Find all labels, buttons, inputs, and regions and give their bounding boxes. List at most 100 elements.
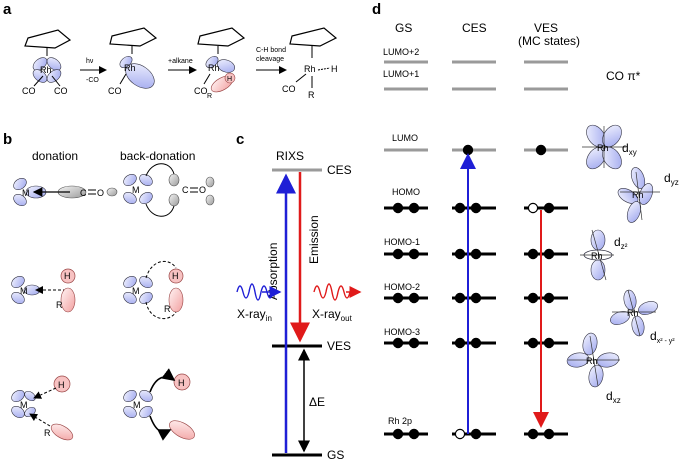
- ces-label: CES: [327, 163, 352, 177]
- gs-electron: [408, 428, 420, 440]
- complex-2: Rh CO: [108, 27, 158, 96]
- dxy-base: d: [622, 141, 629, 155]
- complex-1: Rh CO CO: [22, 29, 72, 96]
- xray-out-wave: [313, 283, 351, 301]
- rh-label-3: Rh: [208, 63, 220, 73]
- level-lumo1: LUMO+1: [383, 69, 419, 79]
- ces-electron: [470, 337, 482, 349]
- gs-electron: [408, 337, 420, 349]
- gs-electron: [408, 202, 420, 214]
- col-ces-header: CES: [462, 21, 487, 35]
- cp-ring-2: [109, 27, 158, 47]
- dyz-sub: yz: [671, 178, 679, 187]
- orbital-dyz: Rh dyz: [617, 167, 679, 223]
- level-lumo: LUMO: [392, 133, 418, 143]
- rh-label-2: Rh: [124, 63, 136, 73]
- ces-electron: [454, 202, 466, 214]
- ces-lumo-electron: [462, 144, 474, 156]
- gs-electron: [392, 337, 404, 349]
- b2-h-label: H: [64, 271, 71, 281]
- h-label-4: H: [331, 64, 338, 74]
- b-row2-donation: M H R: [11, 268, 76, 313]
- orbital-dxy: Rh dxy: [582, 124, 637, 170]
- b-row2-backdonation: M H R: [123, 260, 184, 320]
- b-row3-backdonation: M H: [123, 368, 195, 441]
- b1-c-label: C: [80, 188, 87, 198]
- level-homo1: HOMO-1: [384, 237, 420, 247]
- dx2y2-rh: Rh: [627, 308, 639, 318]
- ves-electron: [527, 428, 539, 440]
- ces-electron: [470, 248, 482, 260]
- b3-m-label: M: [20, 400, 28, 410]
- level-homo2: HOMO-2: [384, 282, 420, 292]
- dyz-rh: Rh: [632, 190, 644, 200]
- ves-electron: [543, 428, 555, 440]
- dx2y2-base: d: [650, 329, 657, 343]
- delta-e-label: ΔE: [309, 395, 325, 409]
- ves-electron: [543, 202, 555, 214]
- b2-m-label: M: [20, 286, 28, 296]
- b1-o-label: O: [97, 188, 104, 198]
- dz2-label: dz²: [614, 235, 628, 251]
- orbital-dxz: Rh dxz: [566, 332, 621, 405]
- cp-ring-4: [289, 27, 338, 47]
- xray-in-base: X-ray: [237, 307, 266, 321]
- step3-label-line1: C-H bond: [256, 47, 286, 54]
- step1-top-label: hν: [86, 58, 94, 65]
- ves-lumo-electron: [535, 144, 547, 156]
- complex-3: Rh H R CO: [194, 27, 246, 100]
- gs-electron: [392, 248, 404, 260]
- backdonation-header: back-donation: [120, 149, 195, 163]
- h-label-3: H: [227, 76, 232, 83]
- co-label-1b: CO: [54, 86, 68, 96]
- dxy-rh: Rh: [597, 143, 609, 153]
- dxz-label: dxz: [606, 389, 621, 405]
- co-label-1a: CO: [22, 86, 36, 96]
- b3-h-label: H: [58, 380, 65, 390]
- b1b-o-label: O: [199, 185, 206, 195]
- dx2y2-sub: x² - y²: [657, 338, 676, 345]
- co-label-4: CO: [282, 84, 296, 94]
- panel-a-label: a: [3, 1, 12, 18]
- r-label-4: R: [308, 90, 315, 100]
- ves-electron: [527, 202, 539, 214]
- b2b-r-label: R: [164, 304, 171, 314]
- gs-electron: [408, 248, 420, 260]
- xray-in-sub: in: [266, 314, 272, 323]
- dxy-sub: xy: [629, 148, 637, 157]
- rixs-title: RIXS: [276, 149, 304, 163]
- ces-electron: [470, 428, 482, 440]
- ves-label: VES: [327, 339, 351, 353]
- ves-electron: [543, 292, 555, 304]
- b1b-c-label: C: [182, 185, 189, 195]
- gs-electron: [408, 292, 420, 304]
- b-row1-backdonation: M C O: [123, 163, 215, 217]
- cp-ring-3: [197, 27, 246, 47]
- xray-out-label: X-rayout: [312, 307, 353, 323]
- co-pi-label: CO π*: [606, 69, 641, 83]
- dxz-base: d: [606, 389, 613, 403]
- step2-label: +alkane: [168, 58, 193, 65]
- ves-electron: [527, 292, 539, 304]
- col-gs-header: GS: [395, 21, 412, 35]
- col-ves-header-line2: (MC states): [518, 34, 580, 48]
- ves-electron: [527, 248, 539, 260]
- complex-4: Rh CO H R: [282, 27, 338, 100]
- ves-electron: [543, 337, 555, 349]
- co-label-3: CO: [194, 86, 208, 96]
- dz2-base: d: [614, 235, 621, 249]
- rh-label-1: Rh: [40, 65, 52, 75]
- rh-label-4: Rh: [304, 64, 316, 74]
- step3-label-line2: cleavage: [256, 56, 284, 63]
- b3b-m-label: M: [133, 400, 141, 410]
- ces-electron: [470, 292, 482, 304]
- orbital-dx2y2: Rh dx² - y²: [610, 289, 676, 345]
- dz2-sub: z²: [621, 242, 628, 251]
- ces-electron: [454, 337, 466, 349]
- step1-bottom-label: -CO: [86, 77, 99, 84]
- level-rh2p: Rh 2p: [388, 416, 412, 426]
- ces-electron: [454, 292, 466, 304]
- gs-label: GS: [327, 448, 344, 462]
